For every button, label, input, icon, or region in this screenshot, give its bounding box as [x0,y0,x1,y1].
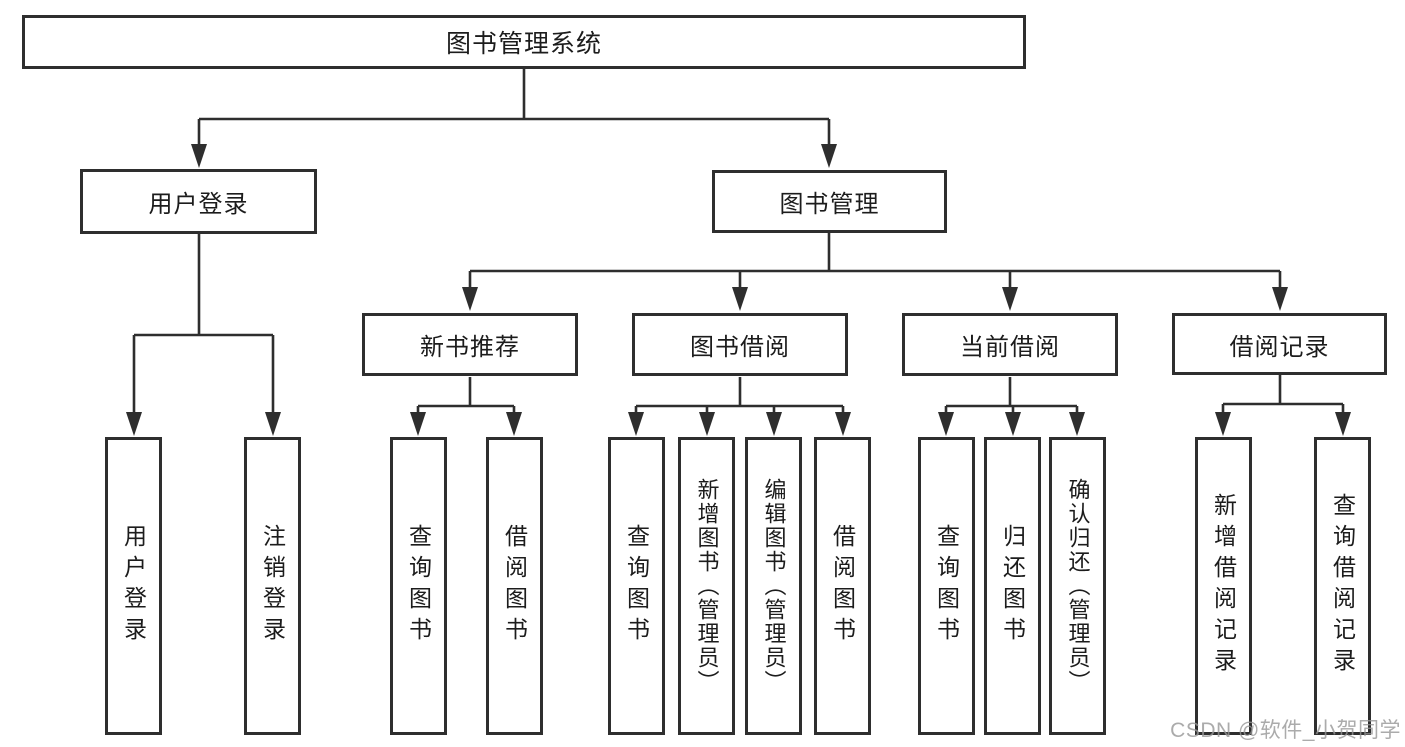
node-book-borrow-label: 图书借阅 [690,334,790,361]
node-borrow-records: 借阅记录 [1172,313,1387,375]
leaf-confirm-return-admin: 确认归还（管理员） [1049,437,1106,735]
leaf-edit-book-admin: 编辑图书（管理员） [745,437,802,735]
node-new-book-recommend-label: 新书推荐 [420,334,520,361]
connector-book-borrow-children [634,377,845,416]
leaf-add-book-admin: 新增图书（管理员） [678,437,735,735]
leaf-return-books-label: 归还图书 [999,524,1026,648]
node-current-borrow-label: 当前借阅 [960,334,1060,361]
leaf-query-borrow-record: 查询借阅记录 [1314,437,1371,735]
node-user-login-label: 用户登录 [148,191,249,218]
node-current-borrow: 当前借阅 [902,313,1118,376]
leaf-query-books-recommend-label: 查询图书 [405,524,432,648]
leaf-logout-label: 注销登录 [259,524,286,648]
leaf-borrow-books-recommend: 借阅图书 [486,437,543,735]
node-root-label: 图书管理系统 [445,30,602,58]
connector-book-management-children [468,233,1282,290]
leaf-logout: 注销登录 [244,437,301,735]
leaf-add-book-admin-label: 新增图书（管理员） [694,478,720,694]
leaf-add-borrow-record: 新增借阅记录 [1195,437,1252,735]
leaf-return-books: 归还图书 [984,437,1041,735]
leaf-query-books-borrow: 查询图书 [608,437,665,735]
leaf-edit-book-admin-label: 编辑图书（管理员） [761,478,787,694]
leaf-borrow-books: 借阅图书 [814,437,871,735]
node-user-login: 用户登录 [80,169,317,234]
node-new-book-recommend: 新书推荐 [362,313,578,376]
leaf-query-books-recommend: 查询图书 [390,437,447,735]
node-book-management-label: 图书管理 [779,191,880,218]
connector-root-to-level2 [197,69,831,147]
leaf-add-borrow-record-label: 新增借阅记录 [1210,493,1237,679]
leaf-borrow-books-recommend-label: 借阅图书 [501,524,528,648]
leaf-user-login: 用户登录 [105,437,162,735]
connector-current-borrow-children [944,377,1079,416]
leaf-query-borrow-record-label: 查询借阅记录 [1329,493,1356,679]
leaf-borrow-books-label: 借阅图书 [829,524,856,648]
node-root: 图书管理系统 [22,15,1026,69]
connector-user-login-children [132,234,275,414]
node-borrow-records-label: 借阅记录 [1229,333,1330,361]
arrowheads [126,144,1351,436]
leaf-query-books-borrow-label: 查询图书 [623,524,650,648]
leaf-query-books-current: 查询图书 [918,437,975,735]
connector-borrow-records-children [1221,375,1345,416]
node-book-management: 图书管理 [712,170,947,233]
leaf-confirm-return-admin-label: 确认归还（管理员） [1065,478,1091,694]
leaf-query-books-current-label: 查询图书 [933,524,960,648]
node-book-borrow: 图书借阅 [632,313,848,376]
leaf-user-login-label: 用户登录 [120,524,147,648]
connector-new-books-children [416,377,516,416]
